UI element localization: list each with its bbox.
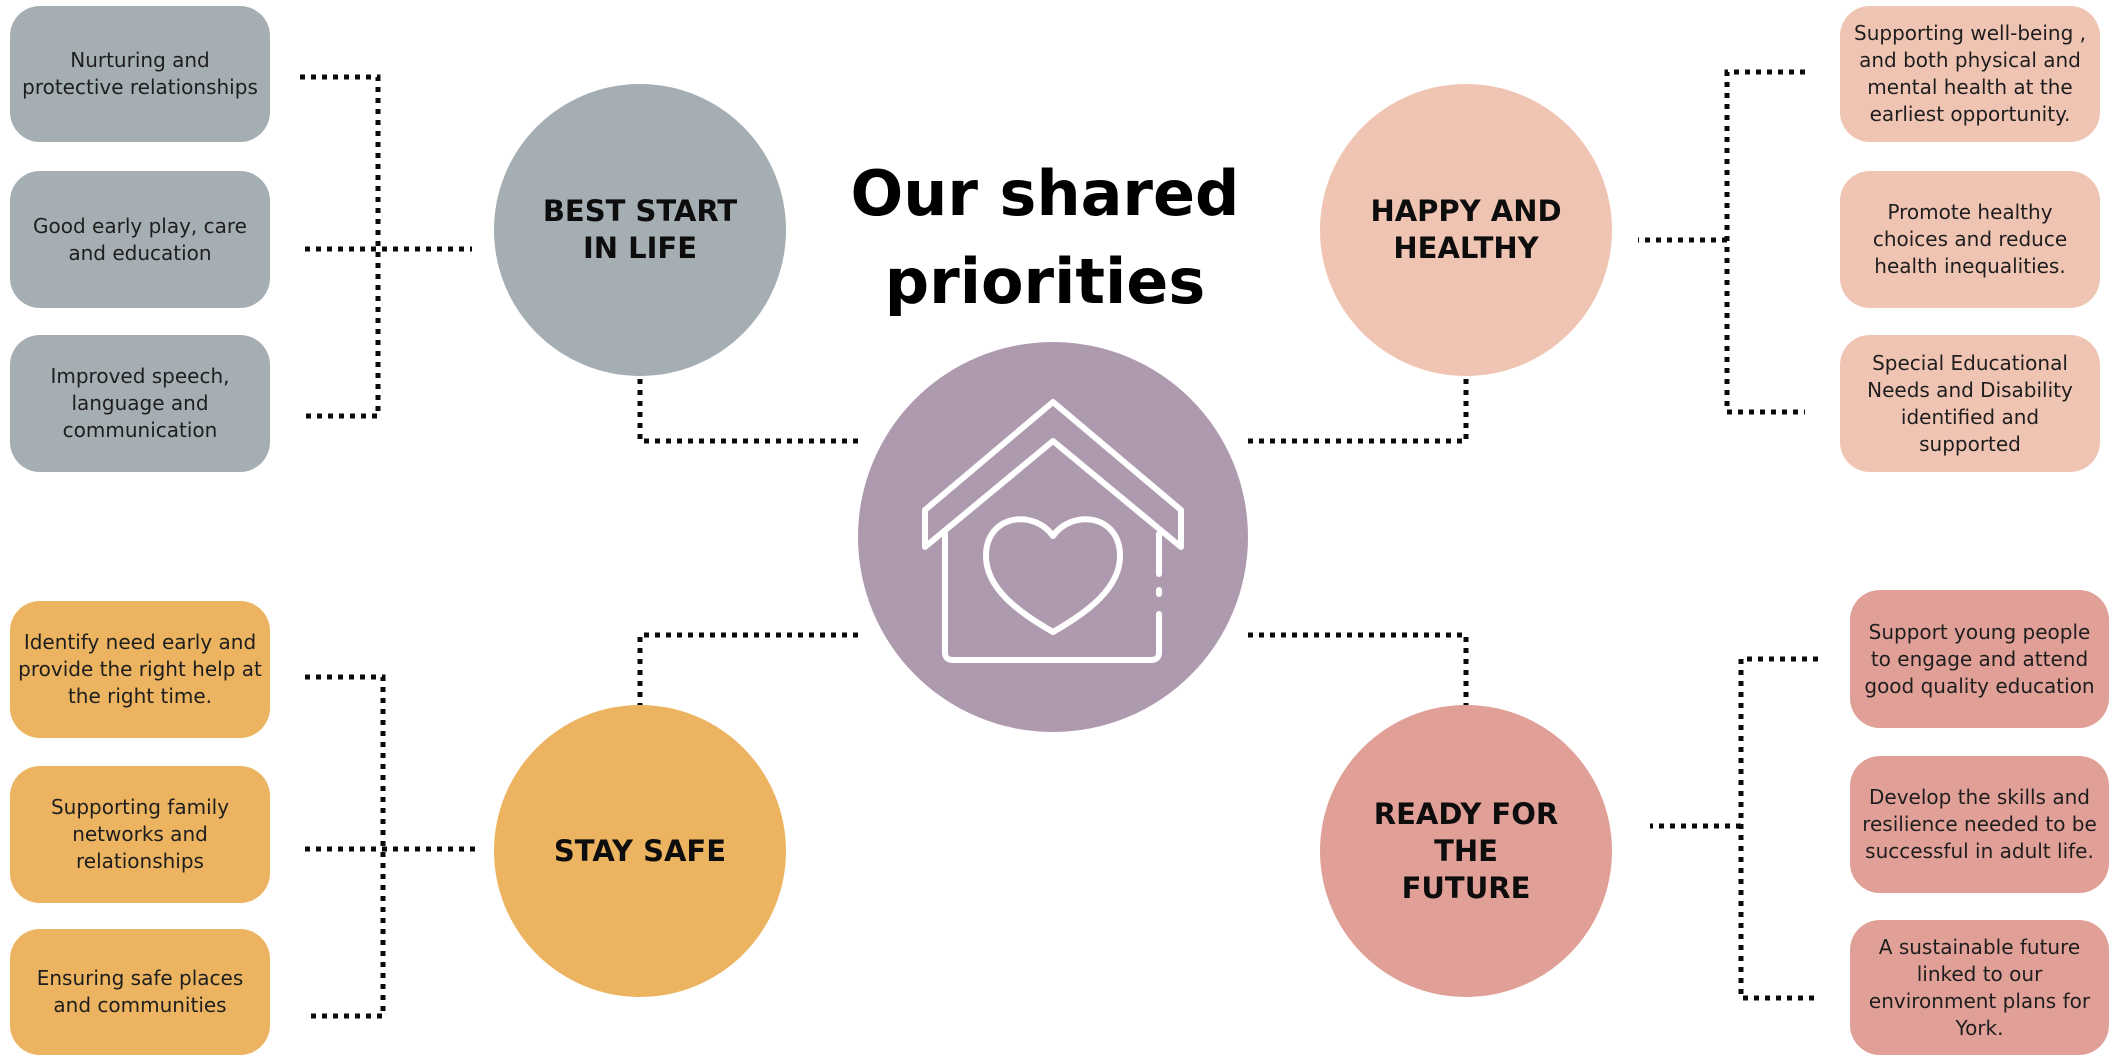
ready-future-label: READY FOR THE FUTURE <box>1373 796 1559 905</box>
happy-healthy-item-1: Supporting well-being , and both physica… <box>1840 6 2100 142</box>
stay-safe-label: STAY SAFE <box>553 833 727 868</box>
happy-healthy-circle: HAPPY AND HEALTHY <box>1320 84 1612 376</box>
connector-stay-safe-items <box>305 674 475 1019</box>
connector-happy-healthy-items <box>1638 69 1805 415</box>
best-start-item-1: Nurturing and protective relationships <box>10 6 270 142</box>
ready-future-item-3: A sustainable future linked to our envir… <box>1850 920 2109 1055</box>
center-circle <box>858 342 1248 732</box>
best-start-label: BEST START IN LIFE <box>542 194 738 265</box>
happy-healthy-item-3: Special Educational Needs and Disability… <box>1840 335 2100 472</box>
best-start-item-3: Improved speech, language and communicat… <box>10 335 270 472</box>
ready-future-item-1: Support young people to engage and atten… <box>1850 590 2109 728</box>
best-start-circle: BEST START IN LIFE <box>494 84 786 376</box>
house-heart-icon <box>922 399 1184 663</box>
best-start-item-2: Good early play, care and education <box>10 171 270 308</box>
happy-healthy-item-2: Promote healthy choices and reduce healt… <box>1840 171 2100 308</box>
connector-ready-future-items <box>1650 656 1818 1001</box>
stay-safe-item-3: Ensuring safe places and communities <box>10 929 270 1055</box>
stay-safe-circle: STAY SAFE <box>494 705 786 997</box>
connector-best-start-items <box>300 74 472 419</box>
stay-safe-item-1: Identify need early and provide the righ… <box>10 601 270 738</box>
happy-healthy-label: HAPPY AND HEALTHY <box>1370 194 1562 265</box>
page-title: Our shared priorities <box>850 157 1240 318</box>
stay-safe-item-2: Supporting family networks and relations… <box>10 766 270 903</box>
ready-future-circle: READY FOR THE FUTURE <box>1320 705 1612 997</box>
ready-future-item-2: Develop the skills and resilience needed… <box>1850 756 2109 893</box>
